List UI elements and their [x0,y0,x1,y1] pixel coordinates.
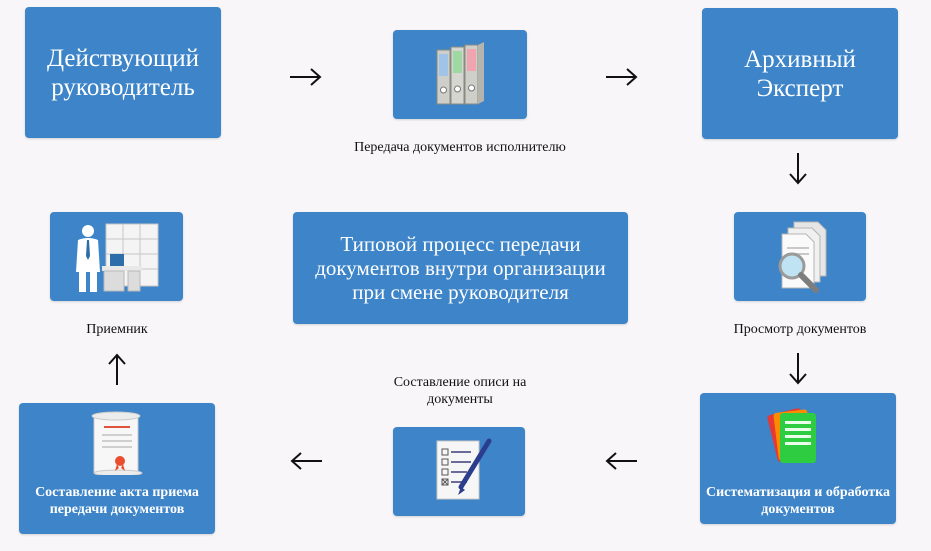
current-manager-box: Действующий руководитель [25,7,221,138]
receiver-caption: Приемник [86,322,148,337]
office-worker-icon [76,223,159,292]
act-of-transfer-label: Составление акта приема передачи докумен… [35,485,199,517]
act-of-transfer-box: Составление акта приема передачи докумен… [19,403,215,534]
binders-box [393,30,527,119]
scroll-seal-icon [91,411,143,475]
arrow-down-icon [789,153,807,185]
systematization-box: Систематизация и обработка документов [700,393,896,524]
magnifier-box [734,212,866,301]
checklist-pen-icon [436,438,492,500]
review-documents-caption: Просмотр документов [733,322,867,337]
arrow-left-icon [605,452,637,470]
process-title: Типовой процесс передачи документов внут… [315,232,606,304]
arrow-up-icon [108,353,126,385]
current-manager-label: Действующий руководитель [47,44,199,101]
title-box: Типовой процесс передачи документов внут… [293,212,628,324]
office-worker-box [50,212,183,301]
arrow-right-icon [290,68,322,86]
arrow-down-icon [789,353,807,385]
arrow-right-icon [606,68,638,86]
inventory-caption: Составление описи на документы [393,375,527,407]
archive-expert-label: Архивный Эксперт [744,45,856,102]
magnifier-documents-icon [778,221,827,293]
checklist-box [393,427,525,516]
systematization-label: Систематизация и обработка документов [705,485,891,517]
arrow-left-icon [290,452,322,470]
archive-expert-box: Архивный Эксперт [702,8,898,139]
transfer-to-executor-caption: Передача документов исполнителю [354,140,566,155]
binders-icon [436,42,484,105]
colored-sheets-icon [767,408,816,463]
